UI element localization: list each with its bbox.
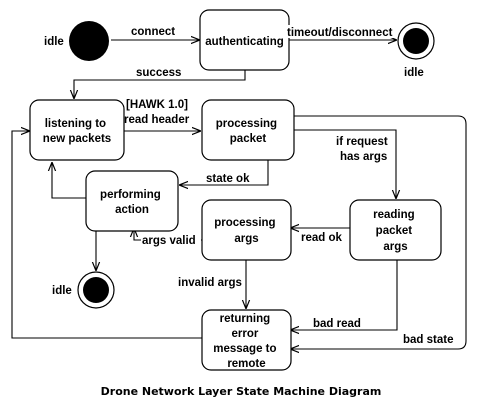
state-listening: listening to new packets (29, 99, 125, 161)
state-processing-args-label: processing args (214, 217, 279, 245)
label-read-ok: read ok (301, 232, 343, 244)
state-reading-args-label: reading packet args (373, 209, 418, 253)
edge-bad-read (291, 260, 398, 330)
state-performing-action-box (85, 170, 179, 232)
transition-edges (11, 40, 467, 349)
label-success: success (136, 67, 181, 79)
label-if-request: if request has args (336, 136, 391, 163)
edge-success (74, 70, 246, 98)
final-node-bottom-core (83, 277, 109, 303)
initial-node (69, 21, 109, 61)
state-processing-packet-box (201, 99, 295, 161)
edge-if-request (294, 129, 396, 198)
label-state-ok: state ok (206, 173, 250, 185)
state-processing-packet-label: processing packet (216, 118, 281, 145)
state-listening-box (29, 99, 125, 161)
state-reading-args-box (349, 199, 442, 261)
state-reading-args: reading packet args (349, 199, 442, 261)
edge-action-to-listening (52, 163, 86, 199)
state-returning-error-box (201, 309, 292, 371)
state-returning-error: returning error message to remote (201, 309, 292, 371)
state-performing-action-label: performing action (100, 189, 164, 216)
initial-idle-label: idle (44, 36, 64, 48)
final-node-top-core (403, 28, 429, 54)
diagram-caption: Drone Network Layer State Machine Diagra… (101, 385, 382, 398)
transition-labels: connect timeout/disconnect success [HAWK… (124, 25, 454, 346)
state-processing-args-box (201, 199, 292, 261)
state-processing-args: processing args (201, 199, 292, 261)
label-connect: connect (131, 26, 175, 38)
final-state-bottom: idle (52, 271, 115, 309)
final-state-top: idle (397, 22, 435, 79)
edge-error-to-listening (11, 131, 202, 339)
edge-state-ok (180, 160, 269, 185)
label-bad-read: bad read (313, 318, 361, 330)
final-bottom-idle-label: idle (52, 285, 72, 297)
state-listening-label: listening to new packets (43, 118, 111, 145)
edge-bad-state (291, 115, 467, 349)
label-timeout-bg (287, 25, 395, 38)
label-timeout: timeout/disconnect (287, 27, 393, 39)
state-authenticating-box (199, 9, 290, 71)
label-args-valid-bg (141, 232, 201, 245)
label-invalid-args: invalid args (178, 277, 242, 289)
label-args-valid: args valid (142, 235, 196, 247)
state-authenticating: authenticating (199, 9, 290, 71)
state-authenticating-label: authenticating (205, 36, 284, 48)
initial-state: idle (44, 21, 109, 61)
label-hawk-read-header: [HAWK 1.0] read header (124, 99, 191, 126)
label-bad-state: bad state (403, 334, 454, 346)
state-returning-error-label: returning error message to remote (213, 313, 279, 370)
final-top-idle-label: idle (404, 67, 424, 79)
state-processing-packet: processing packet (201, 99, 295, 161)
state-performing-action: performing action (85, 170, 179, 232)
